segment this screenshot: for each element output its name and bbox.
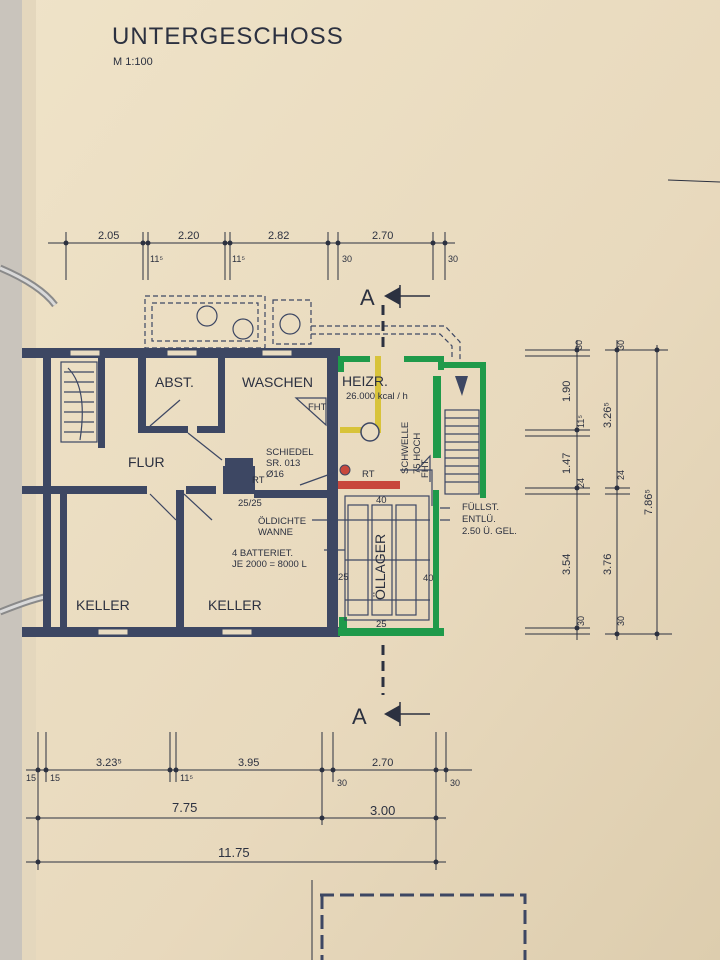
- note-gel: 2.50 Ü. GEL.: [462, 526, 517, 537]
- bottom-dim-total: 11.75: [218, 845, 250, 860]
- oil-dim-40-right: 40: [423, 573, 434, 584]
- top-dim-2: 2.20: [178, 230, 199, 242]
- top-dim-small-4: 30: [448, 254, 458, 264]
- note-fht-2: FHT: [420, 459, 431, 478]
- bottom-dim-small-5: 30: [450, 778, 460, 788]
- note-fht-1: FHT: [308, 402, 327, 413]
- right-dimension-chains: [525, 340, 672, 640]
- note-opening: 25/25: [238, 498, 262, 509]
- bottom-dim-small-3: 11⁵: [180, 773, 193, 783]
- top-dim-1: 2.05: [98, 230, 119, 242]
- binder-edge: [0, 0, 22, 960]
- right-dim-b5: 30: [616, 616, 626, 626]
- right-dim-b2: 3.26⁵: [602, 402, 614, 428]
- note-schwelle-2: 75 HOCH: [412, 433, 423, 474]
- note-schwelle-1: SCHWELLE: [400, 422, 411, 474]
- note-entlue: ENTLÜ.: [462, 514, 496, 525]
- note-schiedel-2: SR. 013: [266, 458, 300, 469]
- right-dim-a3: 11⁵: [576, 415, 586, 428]
- bottom-dim-3: 2.70: [372, 757, 393, 769]
- room-keller-right: KELLER: [208, 597, 262, 613]
- right-dim-a5: 24: [576, 478, 586, 488]
- bottom-dim-2: 3.95: [238, 757, 259, 769]
- bottom-dim-small-2: 15: [50, 773, 60, 783]
- room-waschen: WASCHEN: [242, 374, 313, 390]
- stair-left: [60, 361, 98, 443]
- note-batteriet-1: 4 BATTERIET.: [232, 548, 293, 559]
- note-rt-1: RT: [252, 475, 265, 486]
- bottom-dim-small-4: 30: [337, 778, 347, 788]
- door-swings: [149, 397, 327, 521]
- section-label-bottom: A: [352, 704, 367, 729]
- top-dim-3: 2.82: [268, 230, 289, 242]
- leader-lines: [299, 471, 450, 551]
- right-dim-a4: 1.47: [561, 453, 573, 474]
- drawing-scale: M 1:100: [113, 56, 153, 68]
- note-schiedel-3: Ø16: [266, 469, 284, 480]
- room-flur: FLUR: [128, 454, 165, 470]
- page-edge: [22, 0, 36, 960]
- drawing-title: UNTERGESCHOSS: [112, 23, 344, 50]
- note-oeldichte-1: ÖLDICHTE: [258, 516, 306, 527]
- right-dim-b3: 24: [616, 470, 626, 480]
- section-marker-top: [381, 285, 430, 348]
- section-label-top: A: [360, 285, 375, 310]
- right-dim-b4: 3.76: [602, 554, 614, 575]
- top-dim-4: 2.70: [372, 230, 393, 242]
- note-rt-2: RT: [362, 469, 375, 480]
- top-dim-small-2: 11⁵: [232, 254, 245, 264]
- top-dim-small-1: 11⁵: [150, 254, 163, 264]
- room-abst: ABST.: [155, 374, 194, 390]
- section-marker-bottom: [381, 645, 430, 726]
- chimney: [223, 466, 255, 494]
- bottom-dim-sub-1: 7.75: [172, 800, 197, 815]
- top-dim-small-3: 30: [342, 254, 352, 264]
- windows: [69, 349, 293, 636]
- oil-dim-25-bottom: 25: [376, 619, 387, 630]
- room-heizr: HEIZR.: [342, 373, 388, 389]
- oil-dim-40-top: 40: [376, 495, 387, 506]
- heating-room-walls: [338, 356, 486, 636]
- oil-dim-25-left: 25: [338, 572, 349, 583]
- outside-tanks-dashed: [144, 295, 461, 360]
- right-dim-a2: 1.90: [561, 381, 573, 402]
- top-dimension-chain: [48, 232, 455, 280]
- room-keller-left: KELLER: [76, 597, 130, 613]
- bottom-dim-sub-2: 3.00: [370, 803, 395, 818]
- bottom-dim-small-1: 15: [26, 773, 36, 783]
- room-oellager: ÖLLAGER: [371, 534, 388, 600]
- note-fuellst: FÜLLST.: [462, 502, 499, 513]
- note-heizr-capacity: 26.000 kcal / h: [346, 391, 408, 402]
- binder-ring-top: [0, 264, 58, 308]
- note-schiedel-1: SCHIEDEL: [266, 447, 314, 458]
- bottom-dimension-chains: [26, 732, 472, 870]
- right-dim-b1: 30: [616, 340, 626, 350]
- right-dim-a7: 30: [576, 616, 586, 626]
- right-dim-total: 7.86⁵: [643, 489, 655, 515]
- note-oeldichte-2: WANNE: [258, 527, 293, 538]
- note-batteriet-2: JE 2000 = 8000 L: [232, 559, 307, 570]
- right-dim-a6: 3.54: [561, 554, 573, 575]
- right-dim-a1: 30: [574, 340, 584, 350]
- bottom-dim-1: 3.23⁵: [96, 757, 122, 769]
- corner-mark: [667, 179, 720, 183]
- next-drawing-outline: [311, 880, 527, 960]
